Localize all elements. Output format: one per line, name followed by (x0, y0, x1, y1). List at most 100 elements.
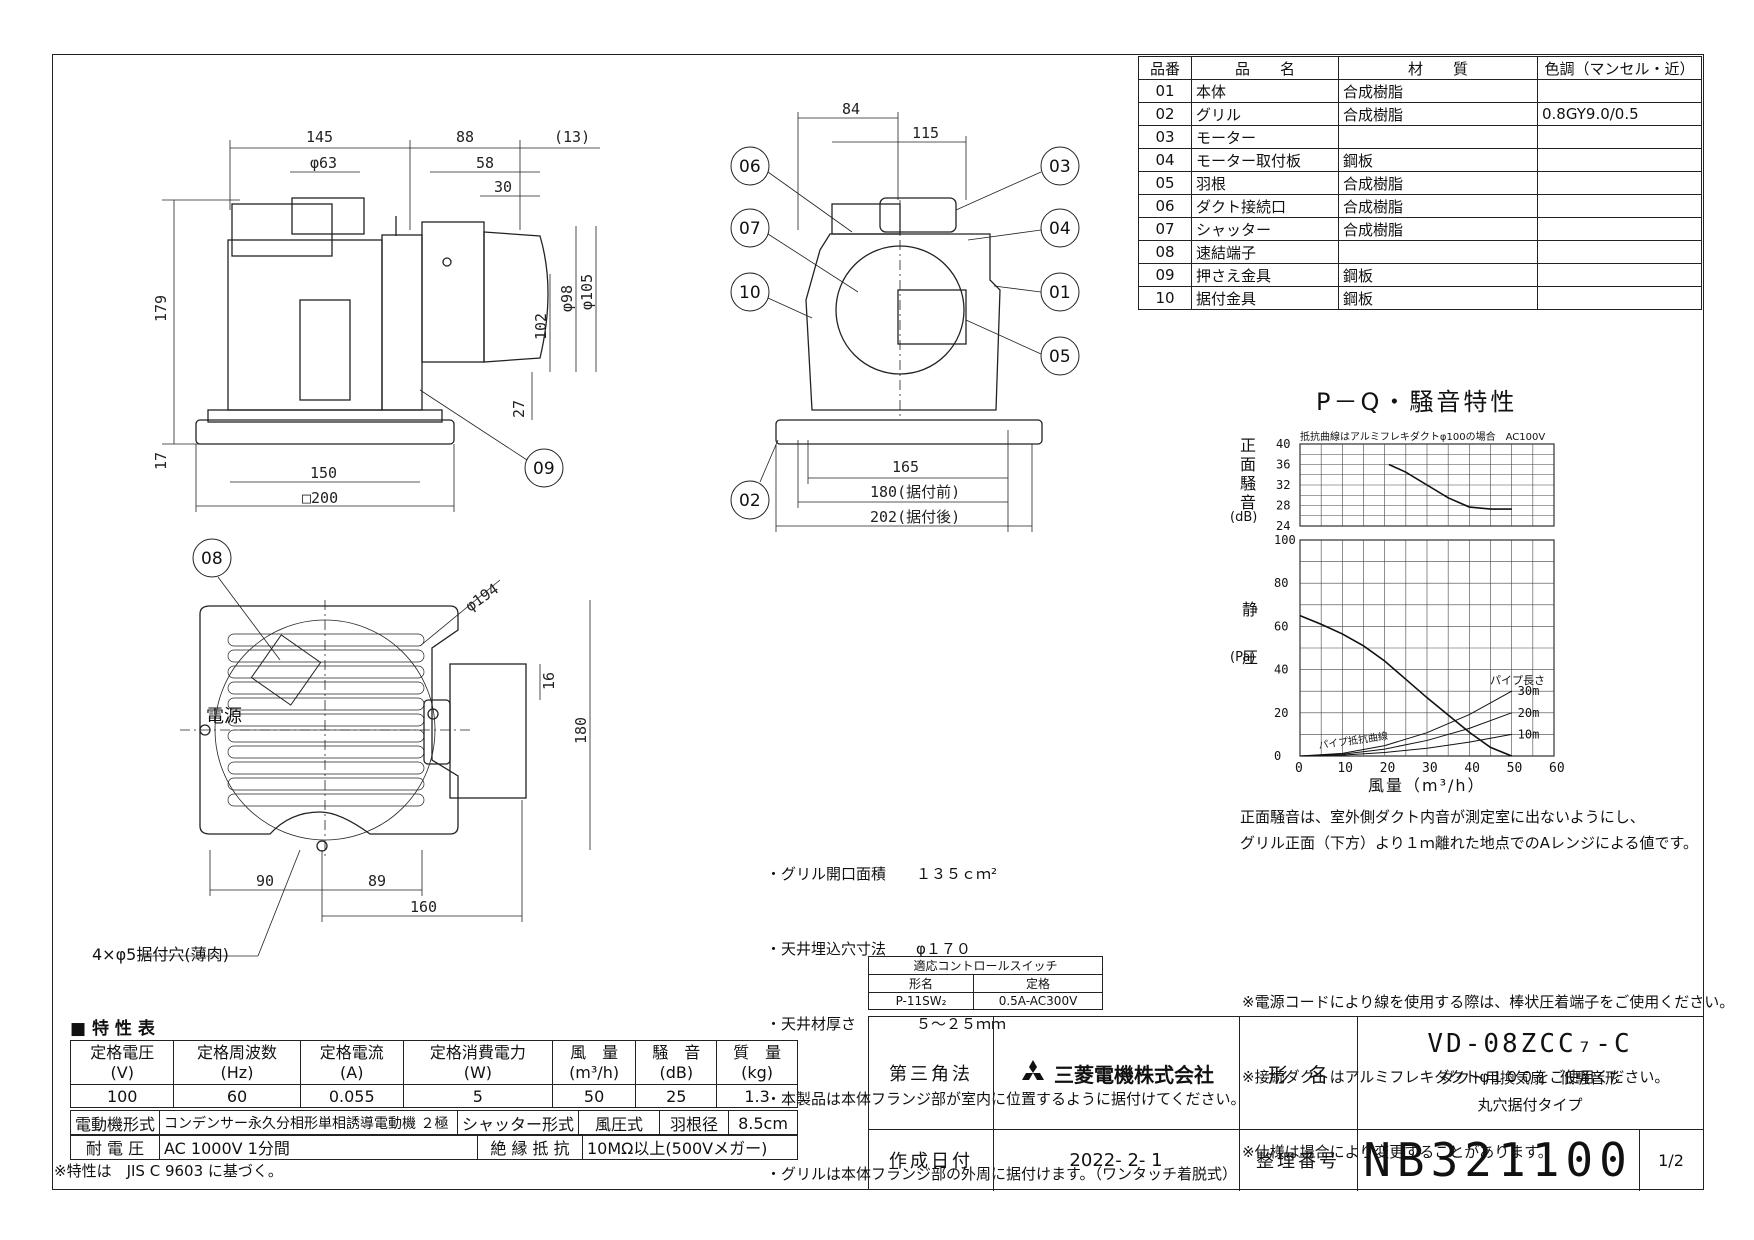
warning-item: ※接続ダクトはアルミフレキダクトφ１００をご使用ください。 (1242, 1068, 1670, 1086)
spec-voltage: 100 (69, 1084, 175, 1108)
note-item: ・本製品は本体フランジ部が室内に位置するように据付けてください。 (766, 1090, 1246, 1108)
noise-tick-label: 24 (1276, 519, 1290, 533)
callout-01: 01 (1049, 283, 1071, 303)
note-item: ・天井材厚さ ５～２５ｍｍ (766, 1015, 1007, 1033)
side-dim-lines (162, 140, 600, 512)
part-name: モーター取付板 (1191, 148, 1339, 172)
callout-09: 09 (533, 459, 555, 479)
docno-value: NB321100 (1357, 1129, 1640, 1191)
model-desc-1: ダクト用換気扇 低騒音形 (1439, 1069, 1620, 1087)
noise-tick-label: 32 (1276, 478, 1290, 492)
dim-179: 179 (152, 295, 170, 322)
part-no: 09 (1138, 263, 1192, 287)
part-material (1338, 240, 1538, 264)
note-item: ・グリル開口面積 １３５ｃｍ² (766, 865, 998, 883)
spec-frequency: 60 (173, 1084, 301, 1108)
spec-footnote: ※特性は JIS C 9603 に基づく。 (54, 1162, 283, 1180)
terminal-block (299, 299, 351, 401)
parts-header-name: 品 名 (1191, 56, 1339, 80)
warnings: ※電源コードにより線を使用する際は、棒状圧着端子をご使用ください。 ※接続ダクト… (1242, 940, 1734, 1190)
pq-grid (1299, 539, 1555, 757)
projection-label: 第三角法 (869, 1017, 994, 1130)
dim-17: 17 (152, 452, 170, 470)
spec-header-frequency: 定格周波数 (Hz) (173, 1040, 301, 1085)
series-label: 30m (1518, 684, 1540, 698)
noise-tick-label: 40 (1276, 437, 1290, 451)
spec-title: ■ 特 性 表 (70, 1019, 155, 1039)
mitsubishi-logo-icon (1022, 1060, 1044, 1080)
callout-05: 05 (1049, 347, 1071, 367)
series-resistance-30m (1299, 690, 1512, 757)
part-name: モーター (1191, 125, 1339, 149)
chart-title: P－Q・騒音特性 (1316, 388, 1518, 416)
noise-axis-label: 正面騒音 (1239, 436, 1256, 512)
part-name: シャッター (1191, 217, 1339, 241)
spec-airflow: 50 (551, 1084, 637, 1108)
bottom-terminal (423, 699, 451, 765)
pressure-tick-label: 100 (1274, 533, 1296, 547)
mount-hole-right (427, 708, 439, 720)
dim-phi98: φ98 (558, 285, 576, 312)
bottom-view: φ194 16 180 90 89 160 電源 4×φ5据付穴(薄肉) (92, 579, 591, 964)
company-cell: 三菱電機株式会社 (993, 1017, 1240, 1130)
insulation-value: 10MΩ以上(500Vメガー) (582, 1134, 798, 1160)
date-value: 2022- 2- 1 (993, 1129, 1240, 1191)
noise-tick-label: 28 (1276, 499, 1290, 513)
spec-table: 定格電圧 (V) 定格周波数 (Hz) 定格電流 (A) 定格消費電力 (W) … (69, 1040, 798, 1108)
front-dim-lines (775, 112, 1033, 532)
dim-115: 115 (912, 124, 939, 142)
callouts: 06 07 10 03 04 01 05 02 09 08 (192, 146, 1080, 661)
part-color (1537, 79, 1702, 103)
spec-noise: 25 (635, 1084, 718, 1108)
spec-header-airflow: 風 量 (m³/h) (551, 1040, 637, 1085)
front-view: 84 115 165 180(据付前) 202(据付後) (775, 100, 1043, 532)
model-desc-2: 丸穴据付タイプ (1477, 1096, 1583, 1114)
series-noise (1388, 463, 1512, 510)
part-color (1537, 148, 1702, 172)
noise-axis-unit: (dB) (1230, 510, 1258, 525)
spec-mass: 1.3 (716, 1084, 798, 1108)
docno-label: 整理番号 (1239, 1129, 1358, 1191)
x-tick-label: 40 (1464, 761, 1480, 776)
power-label: 電源 (206, 706, 242, 727)
part-color: 0.8GY9.0/0.5 (1537, 102, 1702, 126)
blade-value: 8.5cm (728, 1110, 798, 1136)
pressure-tick-label: 0 (1274, 749, 1281, 763)
spec-power: 5 (402, 1084, 553, 1108)
dim-84: 84 (842, 100, 860, 118)
grille-flange (195, 419, 455, 445)
front-motor (879, 197, 957, 233)
noise-tick-label: 36 (1276, 458, 1290, 472)
mount-hole-label: 4×φ5据付穴(薄肉) (92, 945, 229, 964)
part-color (1537, 286, 1702, 310)
motor-value: コンデンサー永久分相形単相誘導電動機 ２極 (159, 1110, 458, 1136)
page-number: 1/2 (1658, 1150, 1684, 1170)
spec-header-voltage: 定格電圧 (V) (69, 1040, 175, 1085)
dim-180-bottom: 180 (572, 717, 590, 744)
callout-07: 07 (739, 219, 761, 239)
front-grille (775, 419, 1043, 445)
dim-27: 27 (510, 400, 528, 418)
part-no: 05 (1138, 171, 1192, 195)
pressure-tick-label: 60 (1274, 619, 1288, 633)
dim-102: 102 (532, 313, 550, 340)
part-material: 鋼板 (1338, 286, 1538, 310)
callout-03: 03 (1049, 157, 1071, 177)
dim-200: □200 (302, 489, 338, 507)
shutter-label: シャッター形式 (456, 1110, 580, 1136)
spec-table-insulation: 耐 電 圧 AC 1000V 1分間 絶 縁 抵 抗 10MΩ以上(500Vメガ… (70, 1134, 798, 1160)
part-name: 速結端子 (1191, 240, 1339, 264)
dim-30: 30 (494, 178, 512, 196)
x-tick-label: 20 (1380, 761, 1396, 776)
callout-02: 02 (739, 491, 761, 511)
spec-current: 0.055 (299, 1084, 404, 1108)
dim-58: 58 (476, 154, 494, 172)
dim-180-before: 180(据付前) (870, 483, 960, 501)
